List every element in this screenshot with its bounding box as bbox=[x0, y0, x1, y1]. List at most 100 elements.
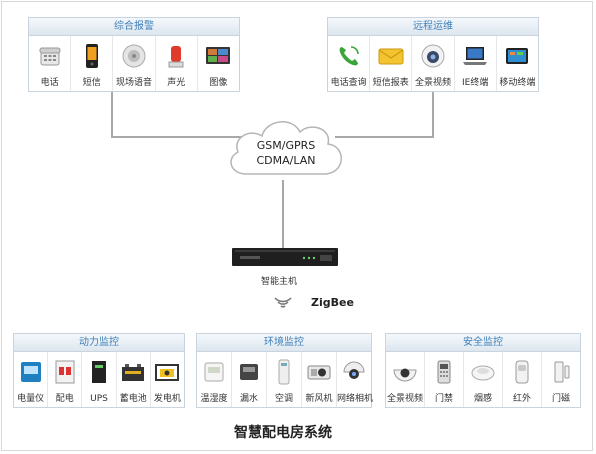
item-label: 门磁 bbox=[551, 394, 570, 404]
item-onsite-voice: 现场语音 bbox=[113, 36, 156, 91]
wireless-signal-icon bbox=[274, 297, 292, 308]
item-access-control: 门禁 bbox=[425, 352, 464, 407]
generator-icon bbox=[155, 364, 180, 381]
smart-host-device bbox=[232, 248, 338, 266]
item-label: 网络相机 bbox=[337, 394, 374, 404]
breaker-icon bbox=[55, 360, 75, 384]
connector-cloud-host bbox=[282, 180, 284, 248]
image-screen-icon bbox=[206, 47, 231, 64]
connector-left-vertical bbox=[111, 92, 113, 137]
zigbee-label: ZigBee bbox=[311, 296, 354, 309]
item-label: 声光 bbox=[167, 78, 186, 88]
air-conditioner-icon bbox=[278, 359, 290, 385]
item-label: 现场语音 bbox=[116, 78, 153, 88]
item-smoke-detector: 烟感 bbox=[464, 352, 503, 407]
item-panoramic-video: 全景视频 bbox=[412, 36, 455, 91]
tablet-icon bbox=[506, 48, 529, 64]
item-label: 温湿度 bbox=[200, 394, 228, 404]
phone-call-icon bbox=[339, 46, 359, 66]
host-label: 智能主机 bbox=[261, 277, 298, 287]
item-temp-humidity: 温湿度 bbox=[197, 352, 232, 407]
panel-security-monitoring: 安全监控 全景视频 门禁 烟感 bbox=[385, 333, 581, 408]
panel-power-monitoring: 动力监控 电量仪 配电 UPS bbox=[13, 333, 185, 408]
panel-title: 动力监控 bbox=[14, 334, 184, 352]
item-power-meter: 电量仪 bbox=[14, 352, 49, 407]
item-label: 烟感 bbox=[473, 394, 492, 404]
cloud-line-1: GSM/GPRS bbox=[256, 139, 316, 152]
alarm-light-icon bbox=[168, 46, 184, 68]
diagram-caption: 智慧配电房系统 bbox=[234, 425, 332, 441]
item-mobile-terminal: 移动终端 bbox=[497, 36, 538, 91]
speaker-icon bbox=[122, 44, 146, 68]
item-label: 移动终端 bbox=[499, 78, 536, 88]
cloud-network-label: GSM/GPRS CDMA/LAN bbox=[231, 138, 341, 168]
item-label: 漏水 bbox=[239, 394, 258, 404]
item-air-conditioner: 空调 bbox=[267, 352, 302, 407]
item-label: 配电 bbox=[55, 394, 74, 404]
item-distribution: 配电 bbox=[48, 352, 83, 407]
item-network-camera: 网络相机 bbox=[337, 352, 374, 407]
item-phone-query: 电话查询 bbox=[328, 36, 371, 91]
item-sms: 短信 bbox=[71, 36, 114, 91]
item-label: 蓄电池 bbox=[119, 394, 147, 404]
connector-right-horizontal bbox=[335, 136, 434, 138]
item-label: 门禁 bbox=[434, 394, 453, 404]
connector-left-horizontal bbox=[111, 136, 241, 138]
access-control-icon bbox=[437, 360, 451, 384]
item-label: 全景视频 bbox=[415, 78, 452, 88]
battery-icon bbox=[122, 364, 145, 381]
laptop-icon bbox=[463, 47, 488, 65]
item-ie-terminal: IE终端 bbox=[455, 36, 497, 91]
item-label: 图像 bbox=[209, 78, 228, 88]
panel-integrated-alarm: 综合报警 电话 短信 现场语音 bbox=[28, 17, 240, 92]
item-label: 空调 bbox=[274, 394, 293, 404]
item-generator: 发电机 bbox=[151, 352, 184, 407]
item-label: 电话查询 bbox=[330, 78, 367, 88]
item-water-leak: 漏水 bbox=[232, 352, 267, 407]
fresh-air-icon bbox=[307, 365, 331, 380]
network-camera-icon bbox=[343, 361, 365, 379]
dome-camera-icon bbox=[393, 368, 417, 382]
water-leak-icon bbox=[240, 364, 258, 380]
item-label: 发电机 bbox=[153, 394, 181, 404]
cloud-line-2: CDMA/LAN bbox=[256, 154, 316, 167]
item-panoramic-video: 全景视频 bbox=[386, 352, 425, 407]
panel-title: 安全监控 bbox=[386, 334, 580, 352]
connector-right-vertical bbox=[432, 92, 434, 137]
smoke-detector-icon bbox=[471, 365, 495, 381]
mobile-phone-icon bbox=[85, 44, 98, 68]
power-meter-icon bbox=[20, 362, 41, 382]
item-label: 短信报表 bbox=[372, 78, 409, 88]
sms-report-icon bbox=[378, 48, 404, 65]
item-label: 短信 bbox=[82, 78, 101, 88]
infrared-sensor-icon bbox=[515, 360, 529, 384]
item-label: 新风机 bbox=[305, 394, 333, 404]
thermo-hygrometer-icon bbox=[204, 362, 224, 382]
panel-title: 远程运维 bbox=[328, 18, 538, 36]
door-sensor-icon bbox=[554, 361, 570, 383]
item-label: 电量仪 bbox=[17, 394, 45, 404]
panel-environment-monitoring: 环境监控 温湿度 漏水 空调 bbox=[196, 333, 374, 408]
item-infrared: 红外 bbox=[503, 352, 542, 407]
item-sms-report: 短信报表 bbox=[370, 36, 413, 91]
item-label: 电话 bbox=[40, 78, 59, 88]
item-label: 红外 bbox=[512, 394, 531, 404]
item-ups: UPS bbox=[82, 352, 117, 407]
panel-remote-maintenance: 远程运维 电话查询 短信报表 全景视频 bbox=[327, 17, 539, 92]
item-door-sensor: 门磁 bbox=[542, 352, 580, 407]
panel-title: 环境监控 bbox=[197, 334, 371, 352]
item-label: UPS bbox=[90, 394, 108, 404]
telephone-icon bbox=[39, 47, 61, 66]
item-label: 全景视频 bbox=[386, 394, 423, 404]
item-sound-light: 声光 bbox=[156, 36, 198, 91]
item-battery: 蓄电池 bbox=[117, 352, 151, 407]
ups-icon bbox=[92, 361, 106, 383]
panoramic-camera-icon bbox=[421, 44, 445, 68]
item-image: 图像 bbox=[198, 36, 239, 91]
item-label: IE终端 bbox=[462, 78, 489, 88]
item-telephone: 电话 bbox=[29, 36, 72, 91]
panel-title: 综合报警 bbox=[29, 18, 239, 36]
item-fresh-air: 新风机 bbox=[302, 352, 337, 407]
network-cloud bbox=[230, 121, 342, 175]
